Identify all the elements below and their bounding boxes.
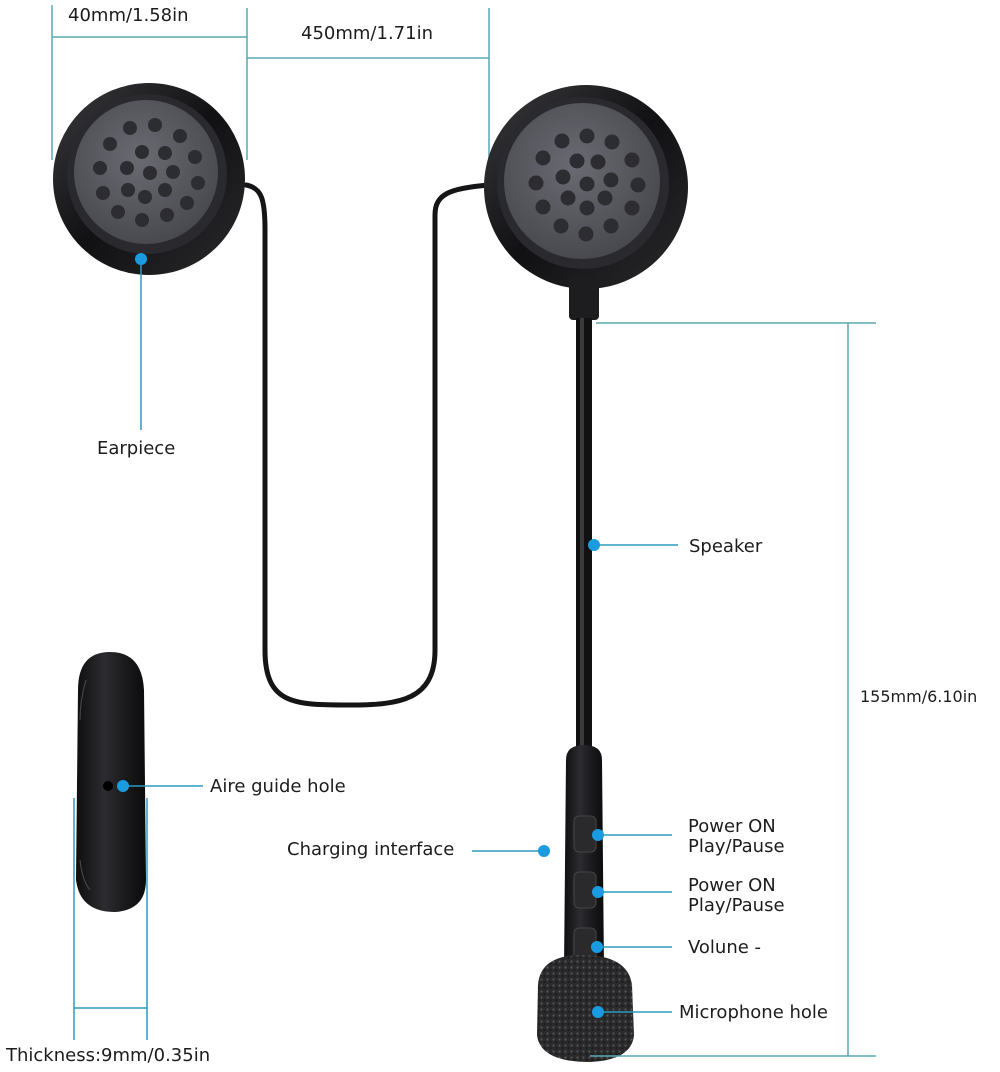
- air-guide-hole-dot: [117, 780, 129, 792]
- dimension-lines-top: [51, 5, 490, 180]
- button1-dot: [592, 829, 604, 841]
- dimension-thickness: Thickness:9mm/0.35in: [6, 1045, 211, 1066]
- microphone-hole-dot: [592, 1006, 604, 1018]
- callout-charging-interface: Charging interface: [287, 839, 455, 860]
- callout-button2-line2: Play/Pause: [688, 895, 785, 916]
- callout-earpiece: Earpiece: [97, 438, 176, 459]
- button2-dot: [592, 886, 604, 898]
- left-earpiece: [53, 83, 245, 275]
- dimension-lines-boom: [590, 322, 876, 1057]
- callout-microphone-hole: Microphone hole: [679, 1002, 828, 1023]
- callout-button1-line1: Power ON: [688, 816, 776, 837]
- dimension-cable-spacing: 450mm/1.71in: [301, 23, 433, 44]
- right-earpiece: [484, 85, 688, 320]
- charging-interface-dot: [538, 845, 550, 857]
- leader-lines: [122, 260, 678, 1013]
- dimension-lines-thickness: [73, 798, 148, 1040]
- earpiece-dot: [135, 253, 147, 265]
- speaker-dot: [588, 539, 600, 551]
- dimension-boom-length: 155mm/6.10in: [860, 687, 978, 706]
- callout-speaker: Speaker: [689, 536, 763, 557]
- boom-microphone: [537, 318, 634, 1062]
- side-view-device: [76, 652, 146, 912]
- volume-down-dot: [591, 941, 603, 953]
- callout-air-guide-hole: Aire guide hole: [210, 776, 346, 797]
- dimension-earpiece-width: 40mm/1.58in: [68, 5, 189, 26]
- callout-button2: Power ON Play/Pause: [688, 876, 785, 916]
- callout-button1: Power ON Play/Pause: [688, 817, 785, 857]
- callout-volume-down: Volune -: [688, 937, 762, 958]
- callout-button2-line1: Power ON: [688, 875, 776, 896]
- callout-button1-line2: Play/Pause: [688, 836, 785, 857]
- connecting-cable: [243, 182, 493, 708]
- callout-dots: [117, 253, 604, 1018]
